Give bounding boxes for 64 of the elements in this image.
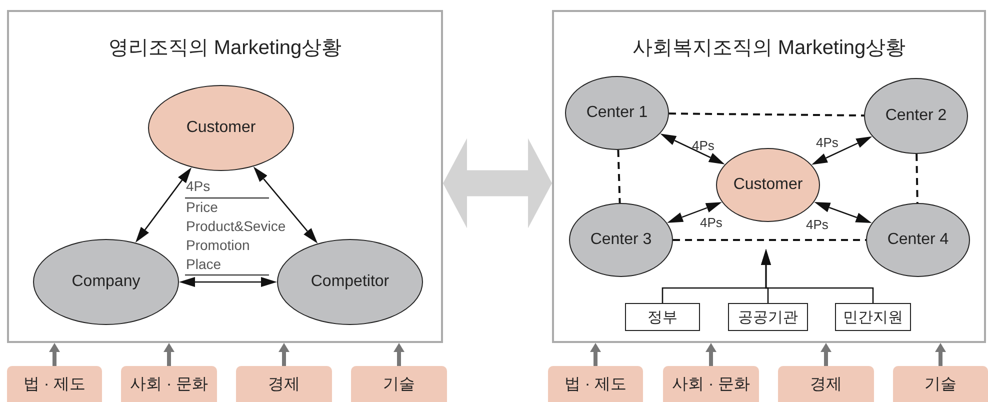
node-label: 경제	[268, 374, 300, 394]
node-label: Center 4	[887, 231, 949, 249]
factor-box	[7, 366, 102, 402]
double-arrow	[812, 136, 872, 165]
dashed-line	[916, 154, 918, 204]
factor-box	[778, 366, 874, 402]
factor-box	[121, 366, 217, 402]
double-arrow	[660, 134, 725, 164]
factor-box	[548, 366, 643, 402]
up-arrow	[164, 343, 174, 366]
node-label: Center 1	[586, 104, 648, 122]
node-label: Customer	[733, 176, 803, 194]
factor-box	[663, 366, 759, 402]
up-arrow	[394, 343, 404, 366]
up-arrow	[278, 343, 290, 366]
double-arrow	[179, 277, 277, 287]
edge-label: 4Ps	[806, 218, 828, 232]
node-label: 정부	[648, 308, 678, 326]
source-box	[835, 303, 911, 331]
node-label: 사회 · 문화	[672, 374, 750, 394]
node-label: 기술	[924, 374, 956, 394]
list-text: 4Ps	[186, 178, 210, 194]
panel-title: 사회복지조직의 Marketing상황	[631, 36, 907, 61]
big-double-arrow	[443, 138, 552, 228]
double-arrow	[253, 166, 318, 244]
node-label: 법 · 제도	[23, 374, 86, 394]
node-label: 사회 · 문화	[130, 374, 208, 394]
up-arrow	[590, 343, 601, 366]
up-arrow	[935, 343, 946, 366]
source-box	[625, 303, 700, 331]
node-label: Center 2	[885, 107, 947, 125]
node-label: Company	[72, 273, 140, 291]
list-text: Product&Sevice	[186, 218, 286, 234]
edge-label: 4Ps	[700, 216, 722, 230]
up-arrow	[820, 343, 832, 366]
source-box	[728, 303, 808, 331]
double-arrow	[667, 202, 722, 223]
dashed-line	[669, 112, 864, 116]
list-text: Place	[186, 256, 222, 272]
edge-label: 4Ps	[816, 136, 838, 150]
up-arrow	[49, 343, 60, 366]
node-label: 기술	[383, 374, 415, 394]
node-label: 법 · 제도	[564, 374, 627, 394]
panel-frame	[7, 10, 443, 343]
up-arrow	[706, 343, 716, 366]
node-label: 민간지원	[843, 308, 903, 326]
dashed-line	[617, 150, 621, 204]
edge-label: 4Ps	[692, 139, 714, 153]
list-text: Promotion	[186, 237, 250, 253]
factor-box	[893, 366, 988, 402]
double-arrow	[814, 202, 872, 223]
node-label: 경제	[810, 374, 842, 394]
panel-title: 영리조직의 Marketing상황	[107, 36, 343, 61]
factor-box	[351, 366, 447, 402]
double-arrow	[135, 167, 192, 243]
node-label: Competitor	[310, 273, 390, 291]
node-label: Center 3	[590, 231, 652, 249]
arrow	[761, 249, 874, 303]
factor-box	[236, 366, 332, 402]
node-label: 공공기관	[738, 308, 798, 326]
node-label: Customer	[186, 119, 256, 137]
list-text: Price	[186, 199, 218, 215]
panel-frame	[552, 10, 986, 343]
dashed-line	[673, 239, 866, 241]
